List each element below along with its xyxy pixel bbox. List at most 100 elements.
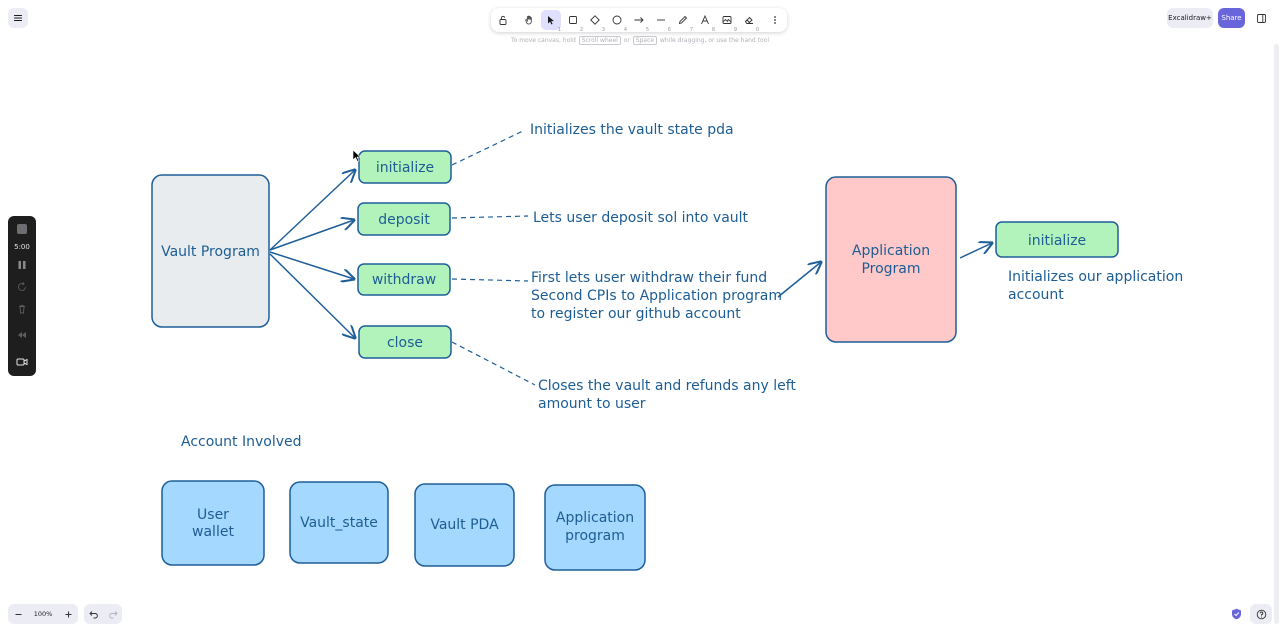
- vault-program-label: Vault Program: [161, 244, 260, 260]
- lock-tool[interactable]: [493, 10, 513, 30]
- arrow-to-app-initialize[interactable]: [959, 243, 992, 259]
- image-tool[interactable]: 9: [717, 10, 737, 33]
- arrow-to-initialize[interactable]: [269, 170, 355, 251]
- account-label: User: [197, 507, 229, 523]
- pencil-icon: [678, 15, 688, 25]
- eraser-tool[interactable]: 0: [739, 10, 759, 33]
- accounts-heading[interactable]: Account Involved: [181, 434, 302, 450]
- main-menu-button[interactable]: [8, 8, 28, 28]
- line-icon: [657, 19, 665, 21]
- desc-close[interactable]: Closes the vault and refunds any left am…: [538, 378, 796, 412]
- mouse-cursor-icon: [352, 149, 362, 162]
- shortcut-number: 5: [645, 27, 649, 33]
- redo-icon: [108, 610, 118, 618]
- instruction-label: initialize: [376, 160, 434, 176]
- app-initialize-box[interactable]: initialize: [995, 221, 1119, 258]
- instruction-initialize[interactable]: initialize: [358, 150, 452, 184]
- line-tool[interactable]: 6: [651, 10, 671, 33]
- pointer-icon: [548, 16, 554, 25]
- account-user-wallet[interactable]: User wallet: [161, 480, 265, 566]
- arrow-to-deposit[interactable]: [269, 220, 354, 251]
- selection-tool[interactable]: 1: [541, 10, 561, 33]
- arrow-to-application-program[interactable]: [777, 262, 821, 298]
- desc-deposit[interactable]: Lets user deposit sol into vault: [533, 210, 749, 226]
- vertical-scrollbar[interactable]: [1274, 44, 1279, 624]
- shortcut-number: 7: [689, 27, 693, 33]
- desc-close-line: amount to user: [538, 396, 646, 412]
- restart-icon[interactable]: [17, 282, 27, 292]
- undo-button[interactable]: [84, 604, 103, 624]
- text-tool[interactable]: 8: [695, 10, 715, 33]
- share-button[interactable]: Share: [1218, 8, 1245, 28]
- dashed-connector-initialize[interactable]: [451, 129, 526, 166]
- rectangle-icon: [569, 16, 577, 24]
- arrow-tool[interactable]: 5: [629, 10, 649, 33]
- zoom-in-button[interactable]: [58, 604, 78, 624]
- hint-key: Space: [632, 36, 658, 45]
- help-button[interactable]: [1250, 604, 1272, 624]
- stop-icon[interactable]: [17, 224, 27, 234]
- sidebar-toggle-button[interactable]: [1250, 8, 1272, 28]
- instruction-close[interactable]: close: [358, 325, 452, 359]
- hint-text: To move canvas, hold: [510, 37, 576, 44]
- application-program-box[interactable]: [825, 176, 957, 343]
- vault-program-box[interactable]: [151, 174, 270, 328]
- zoom-level[interactable]: 100%: [33, 610, 53, 618]
- hint-text: while dragging, or use the hand tool: [660, 37, 770, 44]
- shortcut-number: 6: [667, 27, 671, 33]
- account-label: program: [565, 528, 625, 544]
- account-label: wallet: [192, 524, 234, 540]
- diamond-icon: [590, 15, 600, 25]
- account-label: Application: [556, 510, 634, 526]
- sidebar-icon: [1256, 13, 1266, 23]
- account-application-program[interactable]: Application program: [544, 484, 646, 571]
- dashed-connector-withdraw[interactable]: [451, 278, 529, 282]
- app-initialize-label: initialize: [1028, 233, 1086, 249]
- account-vault-pda[interactable]: Vault PDA: [414, 483, 515, 567]
- trash-icon[interactable]: [17, 304, 27, 314]
- instruction-deposit[interactable]: deposit: [357, 202, 451, 236]
- hand-tool[interactable]: [519, 10, 539, 30]
- dashed-connector-deposit[interactable]: [451, 215, 529, 219]
- shortcut-number: 9: [733, 27, 737, 33]
- desc-close-line: Closes the vault and refunds any left: [538, 378, 796, 394]
- app-init-desc[interactable]: Initializes our application account: [1008, 269, 1183, 303]
- recording-timer: 5:00: [14, 243, 30, 251]
- undo-icon: [88, 610, 98, 618]
- instruction-withdraw[interactable]: withdraw: [357, 263, 451, 296]
- desc-withdraw-line: to register our github account: [531, 306, 741, 322]
- ellipse-tool[interactable]: 4: [607, 10, 627, 33]
- shapes-toolbar: 1 2 3 4 5 6 7 8 9 0: [491, 8, 787, 33]
- draw-tool[interactable]: 7: [673, 10, 693, 33]
- desc-withdraw[interactable]: First lets user withdraw their fund Seco…: [531, 270, 782, 322]
- shortcut-number: 4: [623, 27, 627, 33]
- redo-button[interactable]: [103, 604, 122, 624]
- recording-panel: 5:00: [8, 216, 36, 376]
- arrow-to-close[interactable]: [269, 253, 355, 338]
- more-tools-button[interactable]: [765, 10, 785, 30]
- camera-icon[interactable]: [16, 357, 28, 367]
- desc-withdraw-line: First lets user withdraw their fund: [531, 270, 767, 286]
- excalidraw-plus-button[interactable]: Excalidraw+: [1167, 8, 1213, 28]
- instruction-label: withdraw: [372, 272, 436, 288]
- desc-initialize[interactable]: Initializes the vault state pda: [530, 122, 734, 138]
- rectangle-tool[interactable]: 2: [563, 10, 583, 33]
- hamburger-icon: [13, 14, 23, 22]
- zoom-controls: 100%: [8, 604, 78, 624]
- pause-icon[interactable]: [17, 260, 27, 270]
- rewind-icon[interactable]: [17, 330, 27, 340]
- text-icon: [701, 14, 709, 25]
- app-init-desc-line: account: [1008, 287, 1064, 303]
- account-vault-state[interactable]: Vault_state: [289, 481, 389, 564]
- lock-open-icon: [499, 15, 507, 25]
- shield-icon[interactable]: [1231, 608, 1242, 620]
- help-icon: [1256, 609, 1266, 619]
- zoom-out-button[interactable]: [8, 604, 28, 624]
- dashed-connector-close[interactable]: [451, 341, 536, 386]
- shortcut-number: 1: [557, 27, 561, 33]
- diamond-tool[interactable]: 3: [585, 10, 605, 33]
- arrow-to-withdraw[interactable]: [269, 251, 354, 279]
- circle-icon: [612, 15, 622, 25]
- more-vertical-icon: [774, 16, 776, 24]
